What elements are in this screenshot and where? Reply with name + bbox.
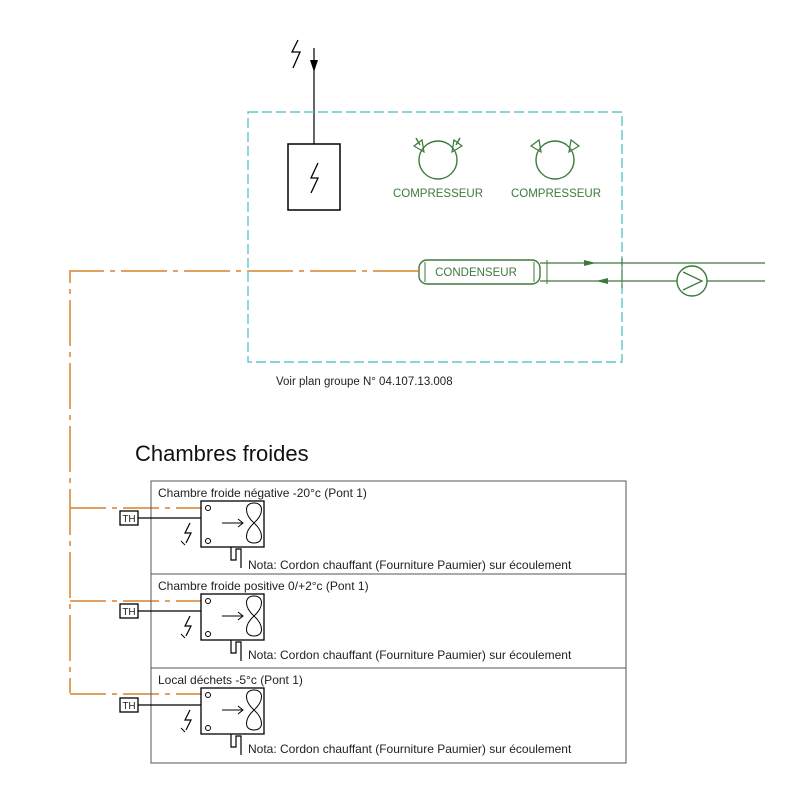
chamber-title: Chambre froide négative -20°c (Pont 1): [158, 486, 367, 500]
chamber-1: Chambre froide négative -20°c (Pont 1) T…: [119, 486, 572, 572]
fan-icon: [246, 595, 262, 637]
compressor-1-label: COMPRESSEUR: [393, 188, 483, 200]
fan-icon: [246, 689, 262, 731]
water-circuit: [540, 258, 765, 297]
thermostat-label: TH: [122, 607, 135, 618]
thermostat-label: TH: [122, 514, 135, 525]
power-bolt-icon: [184, 709, 192, 731]
fan-icon: [246, 502, 262, 544]
drain-heater-icon: [230, 547, 242, 568]
power-supply: [290, 39, 318, 144]
chamber-note: Nota: Cordon chauffant (Fourniture Paumi…: [248, 648, 572, 662]
thermostat-label: TH: [122, 701, 135, 712]
electrical-cabinet: [287, 143, 341, 211]
chamber-title: Chambre froide positive 0/+2°c (Pont 1): [158, 579, 369, 593]
refrigerant-line: [69, 270, 419, 695]
compressor-1: COMPRESSEUR: [393, 137, 483, 200]
plan-reference: Voir plan groupe N° 04.107.13.008: [276, 376, 453, 388]
chamber-title: Local déchets -5°c (Pont 1): [158, 673, 303, 687]
chamber-note: Nota: Cordon chauffant (Fourniture Paumi…: [248, 742, 572, 756]
chambers-frame: [150, 480, 627, 764]
drain-heater-icon: [230, 640, 242, 661]
chamber-3: Local déchets -5°c (Pont 1) TH Nota: Cor…: [119, 673, 572, 756]
compressor-icon: [415, 137, 461, 146]
chamber-2: Chambre froide positive 0/+2°c (Pont 1) …: [119, 579, 572, 662]
power-bolt-icon: [184, 522, 192, 544]
compressor-2: COMPRESSEUR: [511, 138, 601, 200]
pump-icon: [676, 265, 708, 297]
flow-arrow-in-icon: [596, 278, 608, 284]
chamber-note: Nota: Cordon chauffant (Fourniture Paumi…: [248, 558, 572, 572]
condenser: CONDENSEUR: [418, 259, 541, 285]
condenser-label: CONDENSEUR: [435, 267, 517, 279]
power-bolt-icon: [184, 615, 192, 637]
group-frame: [247, 111, 623, 363]
power-arrow-icon: [310, 60, 318, 72]
compressor-2-label: COMPRESSEUR: [511, 188, 601, 200]
drain-heater-icon: [230, 734, 242, 755]
power-bolt-icon: [290, 39, 301, 69]
section-title: Chambres froides: [135, 441, 309, 466]
flow-arrow-out-icon: [584, 260, 596, 266]
cabinet-bolt-icon: [309, 162, 320, 194]
